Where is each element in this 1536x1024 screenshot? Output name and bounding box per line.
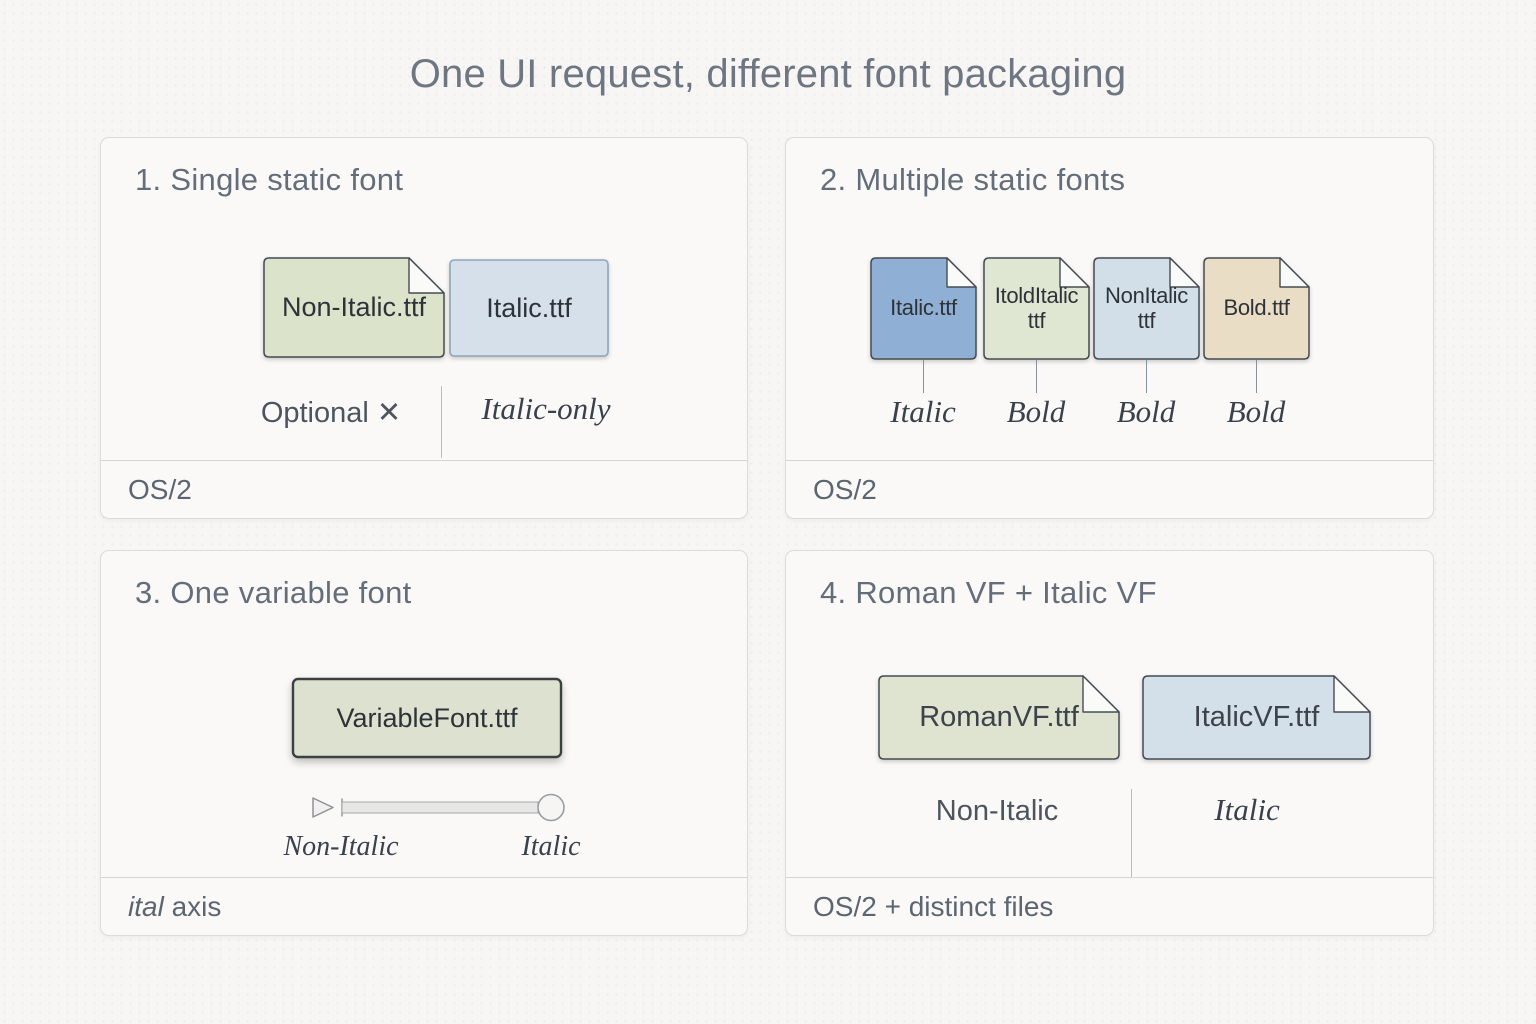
panel-2-heading: 2. Multiple static fonts [820,162,1126,197]
panel-4-heading: 4. Roman VF + Italic VF [820,575,1157,610]
play-triangle-icon [312,797,334,818]
file-shape [263,257,445,358]
footer-ital-axis-tag: ital [128,890,164,922]
caption-optional: Optional ✕ [260,397,402,429]
file-nonitalic-ttf: NonItalic ttf [1093,257,1200,360]
file-label: VariableFont.ttf [336,702,518,733]
panel-single-static-font: 1. Single static font Non-Italic.ttf Ita… [100,137,748,519]
connector-line [1256,360,1257,393]
connector-line [1036,360,1037,393]
slider-label-non-italic: Non-Italic [283,831,399,862]
file-rect-icon [291,677,563,759]
file-label: Non-Italic.ttf [281,292,427,322]
slider-knob[interactable] [537,793,565,822]
folded-corner-icon [1279,257,1310,288]
footer-text: axis [171,890,222,922]
panel-one-variable-font: 3. One variable font VariableFont.ttf No… [100,550,748,936]
footer-text: OS/2 [128,473,192,505]
file-non-italic-ttf: Non-Italic.ttf [263,257,445,358]
diagram-title: One UI request, different font packaging [409,52,1127,96]
file-label: Italic.ttf [486,292,572,323]
file-label: RomanVF.ttf [919,701,1079,733]
file-page-icon [878,675,1120,760]
caption-italic-only: Italic-only [481,391,611,426]
file-italicvf-ttf: ItalicVF.ttf [1142,675,1371,760]
file-shape [1142,675,1371,760]
slider-track[interactable] [341,801,539,814]
file-romanvf-ttf: RomanVF.ttf [878,675,1120,760]
footer-text: OS/2 [813,473,877,505]
file-page-icon [263,257,445,358]
file-bolditalic-ttf: ItoldItalic ttf [983,257,1090,360]
file-bold-ttf: Bold.ttf [1203,257,1310,360]
file-label: ItalicVF.ttf [1193,701,1320,733]
panel-2-footer: OS/2 [786,460,1433,518]
file-italic-ttf: Italic.ttf [449,259,609,357]
folded-corner-icon [1059,257,1090,288]
file-italic-ttf: Italic.ttf [870,257,977,360]
file-label: Italic.ttf [890,295,957,321]
style-tag-bold: Bold [1226,394,1286,429]
caption-divider [441,386,442,458]
folded-corner-icon [1333,675,1371,713]
file-page-icon [870,257,977,360]
folded-corner-icon [1169,257,1200,288]
caption-divider [1131,789,1132,877]
file-shape [449,259,609,357]
panel-4-footer: OS/2 + distinct files [786,877,1433,935]
file-label: ItoldItalic ttf [994,282,1079,333]
ital-axis-slider[interactable] [306,789,571,834]
style-tag-bold: Bold [1116,394,1176,429]
style-tag-bold: Bold [1006,394,1066,429]
panel-3-footer: ital axis [101,877,747,935]
panel-roman-vf-italic-vf: 4. Roman VF + Italic VF RomanVF.ttf Ital… [785,550,1434,936]
file-page-icon [1142,675,1371,760]
folded-corner-icon [946,257,977,288]
panel-3-heading: 3. One variable font [135,575,412,610]
file-page-icon [1093,257,1200,360]
panel-1-heading: 1. Single static font [135,162,404,197]
slider-label-italic: Italic [521,831,581,862]
file-page-icon [983,257,1090,360]
file-shape [878,675,1120,760]
footer-text: OS/2 + distinct files [813,890,1054,922]
folded-corner-icon [1082,675,1120,713]
file-shape [291,677,563,759]
panel-multiple-static-fonts: 2. Multiple static fonts Italic.ttf Itol… [785,137,1434,519]
file-label: NonItalic ttf [1105,282,1188,333]
folded-corner-icon [408,257,445,294]
style-tag-italic: Italic [890,394,956,429]
connector-line [923,360,924,393]
caption-non-italic: Non-Italic [935,795,1059,827]
file-variablefont-ttf: VariableFont.ttf [291,677,563,759]
panel-1-footer: OS/2 [101,460,747,518]
connector-line [1146,360,1147,393]
file-label: Bold.ttf [1223,295,1290,321]
caption-italic: Italic [1214,792,1280,827]
slider-graphic [312,793,565,822]
file-rect-icon [449,259,609,357]
file-page-icon [1203,257,1310,360]
